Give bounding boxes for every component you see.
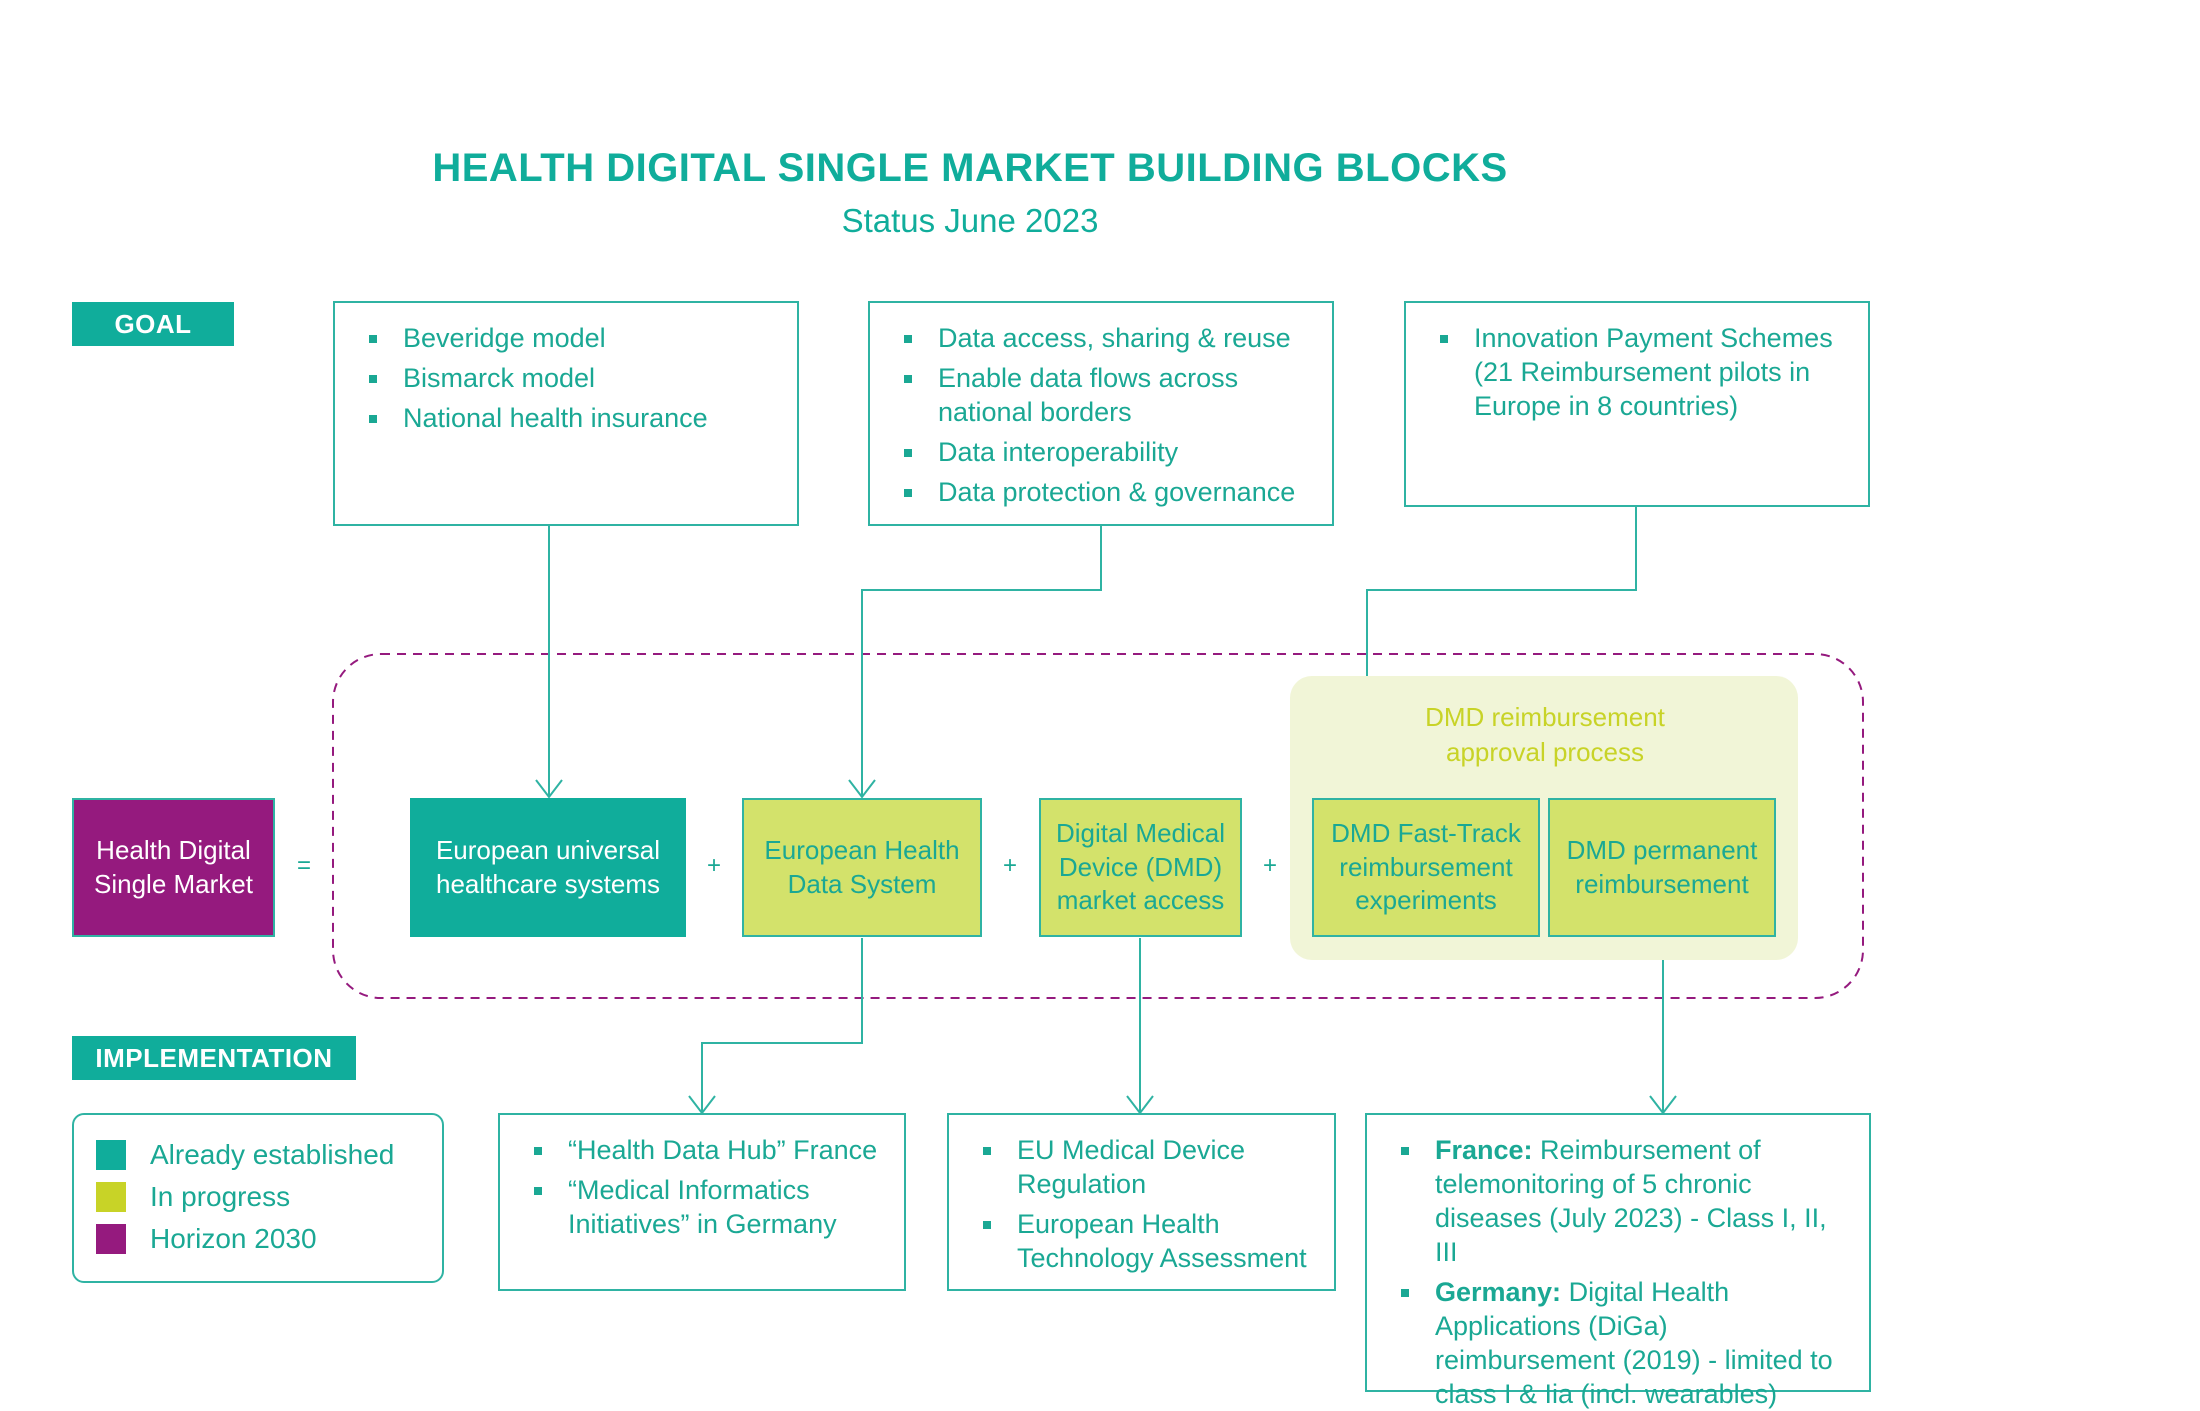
goal-item: Data interoperability (900, 435, 1308, 469)
block-universal-healthcare: European universal healthcare systems (410, 798, 686, 937)
hdsm-dashed-container (332, 653, 1864, 999)
block-dmd-permanent: DMD permanent reimbursement (1548, 798, 1776, 937)
dmd-approval-label: DMD reimbursement approval process (1425, 702, 1665, 768)
legend-item-established: Already established (96, 1139, 420, 1171)
block-dmd-fast-track: DMD Fast-Track reimbursement experiments (1312, 798, 1540, 937)
impl-item-france: France: Reimbursement of telemonitoring … (1397, 1133, 1845, 1269)
arrowhead-ehds (848, 779, 876, 799)
established-swatch (96, 1140, 126, 1170)
impl-item: “Medical Informatics Initiatives” in Ger… (530, 1173, 880, 1241)
goal-item: Innovation Payment Schemes (21 Reimburse… (1436, 321, 1844, 423)
page-title: HEALTH DIGITAL SINGLE MARKET BUILDING BL… (432, 146, 1508, 190)
legend-label: Horizon 2030 (150, 1223, 317, 1254)
legend: Already established In progress Horizon … (72, 1113, 444, 1283)
plus-sign: + (706, 852, 721, 879)
hdsm-result-node: Health Digital Single Market (72, 798, 275, 937)
horizon-swatch (96, 1224, 126, 1254)
legend-item-horizon: Horizon 2030 (96, 1223, 420, 1255)
connector-goal2-to-ehds (861, 526, 1102, 797)
impl-item-germany: Germany: Digital Health Applications (Di… (1397, 1275, 1845, 1411)
block-dmd-market-access: Digital Medical Device (DMD) market acce… (1039, 798, 1242, 937)
impl-box-data: “Health Data Hub” France “Medical Inform… (498, 1113, 906, 1291)
block-ehds: European Health Data System (742, 798, 982, 937)
plus-sign: + (1002, 852, 1017, 879)
impl-item: “Health Data Hub” France (530, 1133, 880, 1167)
goal-item: Beveridge model (365, 321, 773, 355)
legend-label: In progress (150, 1181, 291, 1212)
connector-ehds-to-impl1 (701, 938, 863, 1113)
goal-box-healthcare: Beveridge model Bismarck model National … (333, 301, 799, 526)
goal-item: Enable data flows across national border… (900, 361, 1308, 429)
country-france: France: (1435, 1135, 1533, 1165)
goal-item: Bismarck model (365, 361, 773, 395)
impl-text: Reimbursement of telemonitoring of 5 chr… (1435, 1135, 1827, 1268)
goal-item: National health insurance (365, 401, 773, 435)
country-germany: Germany: (1435, 1277, 1562, 1308)
impl-box-regulation: EU Medical Device Regulation European He… (947, 1113, 1336, 1291)
impl-item: European Health Technology Assessment (979, 1207, 1310, 1275)
goal-item: Data protection & governance (900, 475, 1308, 509)
goal-box-payment: Innovation Payment Schemes (21 Reimburse… (1404, 301, 1870, 507)
legend-item-in-progress: In progress (96, 1181, 420, 1213)
goal-box-data: Data access, sharing & reuse Enable data… (868, 301, 1334, 526)
page-subtitle: Status June 2023 (841, 202, 1099, 239)
goal-item: Data access, sharing & reuse (900, 321, 1308, 355)
arrowhead-universal (535, 779, 563, 799)
impl-box-reimbursement: France: Reimbursement of telemonitoring … (1365, 1113, 1871, 1409)
plus-sign: + (1262, 852, 1277, 879)
in-progress-swatch (96, 1182, 126, 1212)
implementation-tag: IMPLEMENTATION (72, 1036, 356, 1080)
impl-item: EU Medical Device Regulation (979, 1133, 1310, 1201)
goal-tag: GOAL (72, 302, 234, 346)
equals-sign: = (296, 852, 311, 879)
legend-label: Already established (150, 1139, 395, 1170)
